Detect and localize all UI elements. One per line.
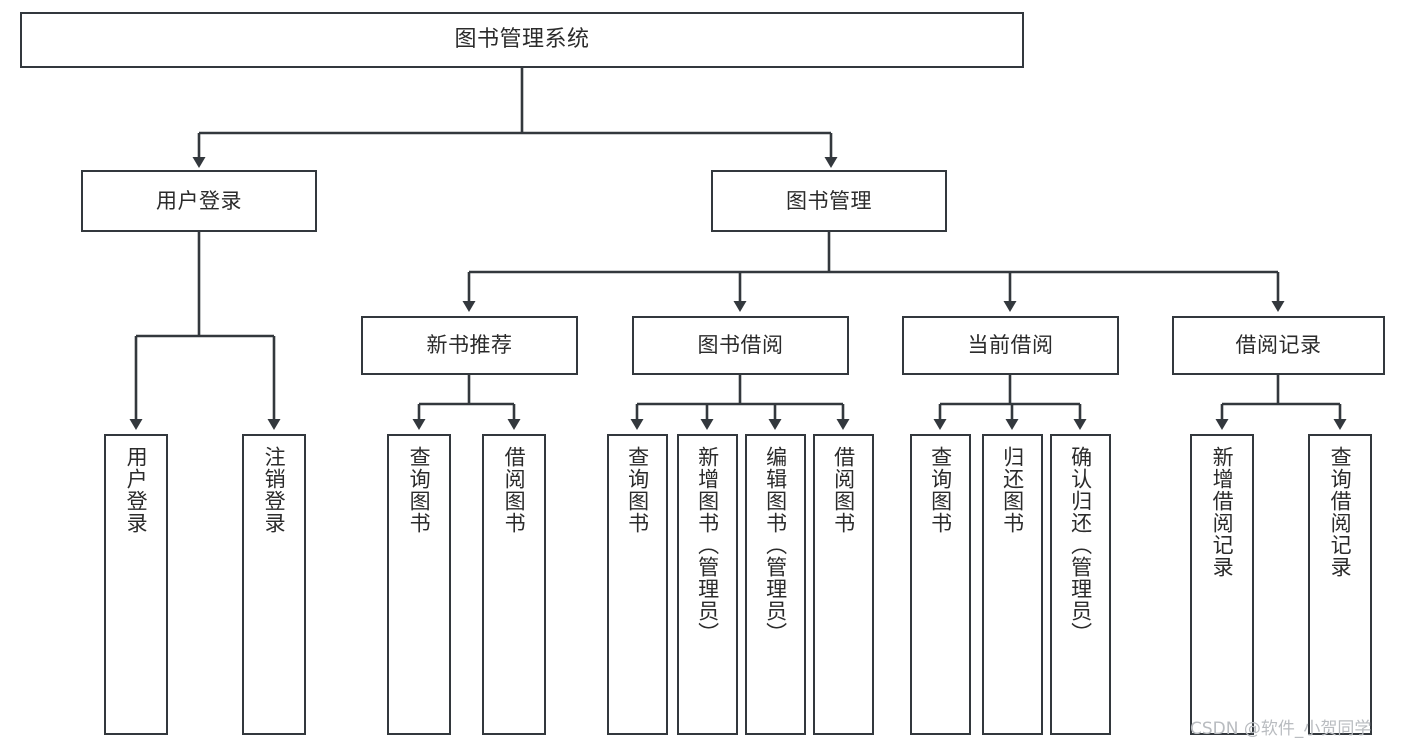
watermark-text: CSDN @软件_小贺同学 — [1190, 719, 1372, 739]
node-leaf-borrow-book-newbook[interactable]: 借阅图书 — [482, 434, 546, 735]
node-label: 查询图书 — [407, 446, 432, 534]
node-label: 图书管理 — [786, 188, 872, 213]
node-label: 查询图书 — [928, 446, 953, 534]
node-label: 借阅图书 — [502, 446, 527, 534]
node-leaf-logout[interactable]: 注销登录 — [242, 434, 306, 735]
node-label: 新书推荐 — [426, 333, 513, 358]
node-label: 借阅记录 — [1235, 333, 1322, 358]
node-label: 编辑图书（管理员） — [763, 446, 788, 644]
node-book-borrowing[interactable]: 图书借阅 — [632, 316, 849, 375]
node-root-book-management-system[interactable]: 图书管理系统 — [20, 12, 1024, 68]
node-leaf-query-book-borrow[interactable]: 查询图书 — [607, 434, 668, 735]
node-label: 查询借阅记录 — [1328, 446, 1353, 578]
node-label: 当前借阅 — [967, 333, 1054, 358]
node-leaf-add-book-admin[interactable]: 新增图书（管理员） — [677, 434, 738, 735]
node-leaf-user-login[interactable]: 用户登录 — [104, 434, 168, 735]
node-new-book-recommendation[interactable]: 新书推荐 — [361, 316, 578, 375]
node-label: 归还图书 — [1000, 446, 1025, 534]
node-label: 用户登录 — [156, 188, 242, 213]
node-leaf-return-book[interactable]: 归还图书 — [982, 434, 1043, 735]
node-label: 注销登录 — [262, 446, 287, 534]
node-label: 新增借阅记录 — [1210, 446, 1235, 578]
node-book-management[interactable]: 图书管理 — [711, 170, 947, 232]
node-label: 图书管理系统 — [454, 27, 590, 53]
node-label: 查询图书 — [625, 446, 650, 534]
node-user-login[interactable]: 用户登录 — [81, 170, 317, 232]
node-label: 用户登录 — [124, 446, 149, 534]
node-leaf-confirm-return-admin[interactable]: 确认归还（管理员） — [1050, 434, 1111, 735]
node-leaf-edit-book-admin[interactable]: 编辑图书（管理员） — [745, 434, 806, 735]
node-leaf-query-borrow-record[interactable]: 查询借阅记录 — [1308, 434, 1372, 735]
node-label: 确认归还（管理员） — [1068, 446, 1093, 644]
node-label: 借阅图书 — [831, 446, 856, 534]
node-borrowing-records[interactable]: 借阅记录 — [1172, 316, 1385, 375]
node-current-borrowing[interactable]: 当前借阅 — [902, 316, 1119, 375]
node-label: 图书借阅 — [697, 333, 784, 358]
node-label: 新增图书（管理员） — [695, 446, 720, 644]
node-leaf-query-book-newbook[interactable]: 查询图书 — [387, 434, 451, 735]
node-leaf-borrow-book[interactable]: 借阅图书 — [813, 434, 874, 735]
node-leaf-add-borrow-record[interactable]: 新增借阅记录 — [1190, 434, 1254, 735]
node-leaf-query-book-current[interactable]: 查询图书 — [910, 434, 971, 735]
